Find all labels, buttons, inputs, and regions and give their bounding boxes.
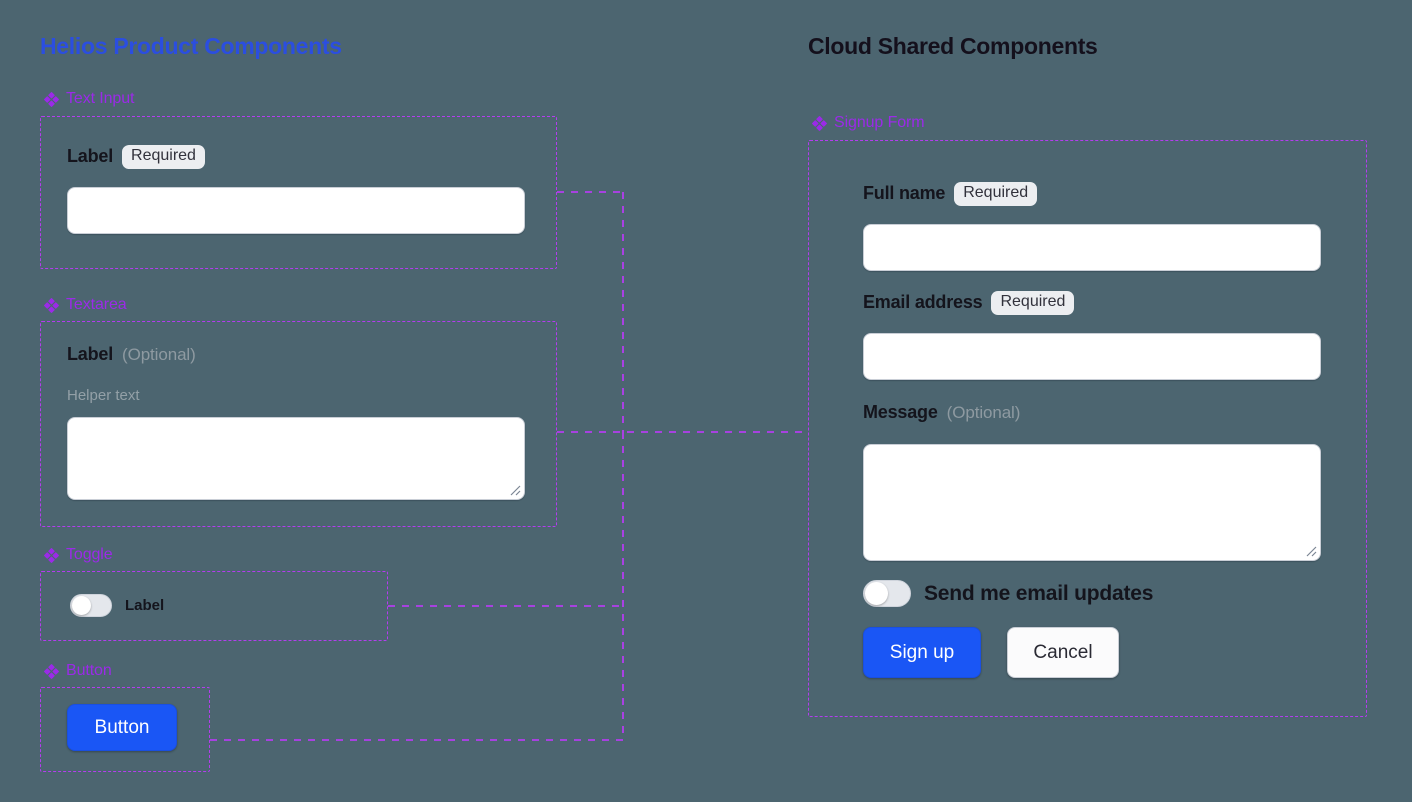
email-address-label-row: Email address Required (863, 291, 1075, 315)
section-label-textarea: Textarea (66, 296, 127, 313)
text-input-required-badge: Required (122, 145, 205, 169)
left-panel-title: Helios Product Components (40, 33, 342, 59)
component-diamond-icon (44, 663, 59, 679)
email-updates-toggle-switch[interactable] (863, 580, 911, 607)
textarea-field-wrapper[interactable] (67, 417, 525, 500)
email-updates-toggle-row: Send me email updates (863, 580, 1153, 607)
section-label-text-input: Text Input (66, 90, 135, 107)
resize-handle-icon[interactable] (507, 482, 521, 496)
text-input-label: Label (67, 146, 114, 167)
section-label-toggle: Toggle (66, 546, 113, 563)
component-box-toggle (40, 571, 388, 641)
sign-up-button[interactable]: Sign up (863, 627, 981, 678)
full-name-label: Full name (863, 183, 946, 204)
resize-handle-icon[interactable] (1303, 543, 1317, 557)
message-label-row: Message (Optional) (863, 402, 1020, 423)
full-name-input[interactable] (863, 224, 1321, 271)
demo-button[interactable]: Button (67, 704, 177, 751)
toggle-switch[interactable] (70, 594, 112, 617)
section-header-toggle: Toggle (44, 546, 113, 564)
component-diamond-icon (44, 91, 59, 107)
text-input-field[interactable] (67, 187, 525, 234)
toggle-label: Label (125, 597, 165, 614)
section-header-textarea: Textarea (44, 296, 127, 314)
toggle-knob (865, 582, 888, 605)
email-address-input[interactable] (863, 333, 1321, 380)
message-textarea[interactable] (863, 444, 1321, 561)
toggle-knob (72, 596, 91, 615)
component-box-signup-form (808, 140, 1367, 717)
component-diamond-icon (44, 297, 59, 313)
textarea-label: Label (67, 344, 114, 364)
email-updates-toggle-label: Send me email updates (924, 581, 1154, 605)
toggle-row: Label (70, 594, 164, 617)
section-header-text-input: Text Input (44, 90, 134, 108)
section-header-button: Button (44, 662, 112, 680)
right-panel-title: Cloud Shared Components (808, 33, 1098, 59)
component-box-textarea (40, 321, 557, 527)
component-diamond-icon (44, 547, 59, 563)
component-box-button (40, 687, 210, 772)
section-header-signup-form: Signup Form (812, 114, 925, 132)
email-address-required-badge: Required (991, 291, 1075, 315)
component-box-text-input (40, 116, 557, 269)
textarea-label-row: Label (Optional) (67, 344, 196, 365)
message-label: Message (863, 402, 938, 422)
textarea-optional-text: (Optional) (122, 344, 196, 364)
section-label-signup-form: Signup Form (834, 114, 925, 131)
cancel-button[interactable]: Cancel (1007, 627, 1119, 678)
message-optional-text: (Optional) (946, 402, 1021, 422)
section-label-button: Button (66, 662, 112, 679)
email-address-label: Email address (863, 292, 983, 313)
full-name-required-badge: Required (954, 182, 1038, 206)
component-diamond-icon (812, 115, 827, 131)
text-input-label-row: Label Required (67, 145, 205, 169)
textarea-helper-text: Helper text (67, 387, 140, 404)
full-name-label-row: Full name Required (863, 182, 1038, 206)
